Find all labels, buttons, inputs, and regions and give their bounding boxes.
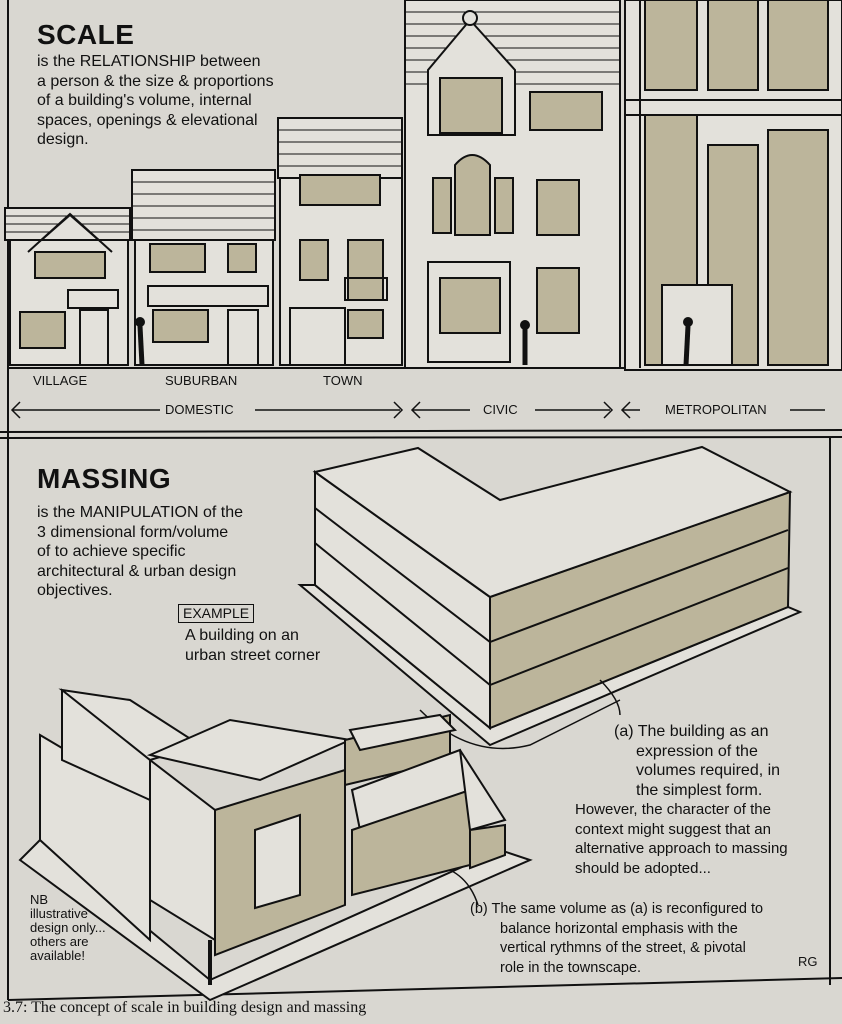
- text-line: A building on an: [185, 627, 299, 644]
- range-metropolitan: METROPOLITAN: [665, 402, 767, 417]
- town-house: [277, 117, 403, 366]
- text-line: alternative approach to massing: [575, 840, 788, 857]
- text-line: (b) The same volume as (a) is reconfigur…: [470, 901, 764, 917]
- text-line: spaces, openings & elevational: [37, 111, 258, 129]
- text-line: is the MANIPULATION of the: [37, 504, 243, 521]
- text-line: NB: [30, 892, 49, 907]
- text-line: context might suggest that an: [575, 820, 771, 838]
- massing-title: MASSING: [37, 463, 172, 494]
- text-line: objectives.: [37, 582, 113, 599]
- range-arrows: [10, 401, 825, 419]
- panel-divider-2: [0, 436, 842, 439]
- example-text: A building on an urban street corner: [185, 626, 320, 665]
- text-line: (a) The building as an: [614, 723, 769, 740]
- text-line: available!: [30, 948, 85, 963]
- person-icon: [135, 317, 145, 366]
- panel-divider: [0, 429, 842, 433]
- text-line: 3 dimensional form/volume: [37, 523, 229, 541]
- text-line: role in the townscape.: [500, 959, 642, 976]
- range-domestic: DOMESTIC: [165, 402, 234, 417]
- note-b: (b) The same volume as (a) is reconfigur…: [470, 900, 763, 978]
- massing-description: is the MANIPULATION of the 3 dimensional…: [37, 503, 243, 601]
- figure-caption: 3.7: The concept of scale in building de…: [3, 999, 367, 1016]
- text-line: volumes required, in: [636, 762, 781, 779]
- text-line: However, the character of the: [575, 801, 771, 818]
- text-line: balance horizontal emphasis with the: [500, 920, 738, 937]
- scale-title: SCALE: [37, 19, 135, 50]
- village-house: [4, 207, 131, 366]
- text-line: urban street corner: [185, 646, 321, 664]
- note-a: (a) The building as an expression of the…: [614, 722, 780, 800]
- person-icon: [520, 320, 530, 365]
- text-line: a person & the size & proportions: [37, 72, 274, 90]
- text-line: should be adopted...: [575, 859, 711, 877]
- text-line: design.: [37, 131, 89, 148]
- text-line: the simplest form.: [636, 781, 763, 799]
- example-badge: EXAMPLE: [178, 604, 255, 623]
- author-initials: RG: [798, 954, 818, 969]
- range-civic: CIVIC: [483, 402, 518, 417]
- metropolitan-building: [624, 0, 842, 371]
- frame-bottom: [7, 977, 842, 1001]
- person-icon: [683, 317, 693, 366]
- massing-block-a: [297, 445, 803, 750]
- label-suburban: SUBURBAN: [165, 373, 238, 388]
- text-line: vertical rythmns of the street, & pivota…: [500, 940, 746, 956]
- text-line: of a building's volume, internal: [37, 92, 252, 109]
- note-a-continued: However, the character of the context mi…: [575, 800, 788, 878]
- text-line: others are: [30, 934, 89, 949]
- nb-note: NB illustrative design only... others ar…: [30, 893, 106, 963]
- massing-block-b: [18, 688, 533, 1002]
- suburban-house: [131, 169, 276, 366]
- text-line: architectural & urban design: [37, 562, 237, 580]
- text-line: expression of the: [636, 742, 758, 760]
- label-village: VILLAGE: [33, 373, 88, 388]
- civic-building: [404, 0, 621, 369]
- text-line: of to achieve specific: [37, 543, 186, 560]
- text-line: is the RELATIONSHIP between: [37, 53, 261, 70]
- text-line: design only...: [30, 920, 106, 935]
- scale-description: is the RELATIONSHIP between a person & t…: [37, 52, 274, 150]
- text-line: illustrative: [30, 906, 88, 921]
- label-town: TOWN: [323, 373, 363, 388]
